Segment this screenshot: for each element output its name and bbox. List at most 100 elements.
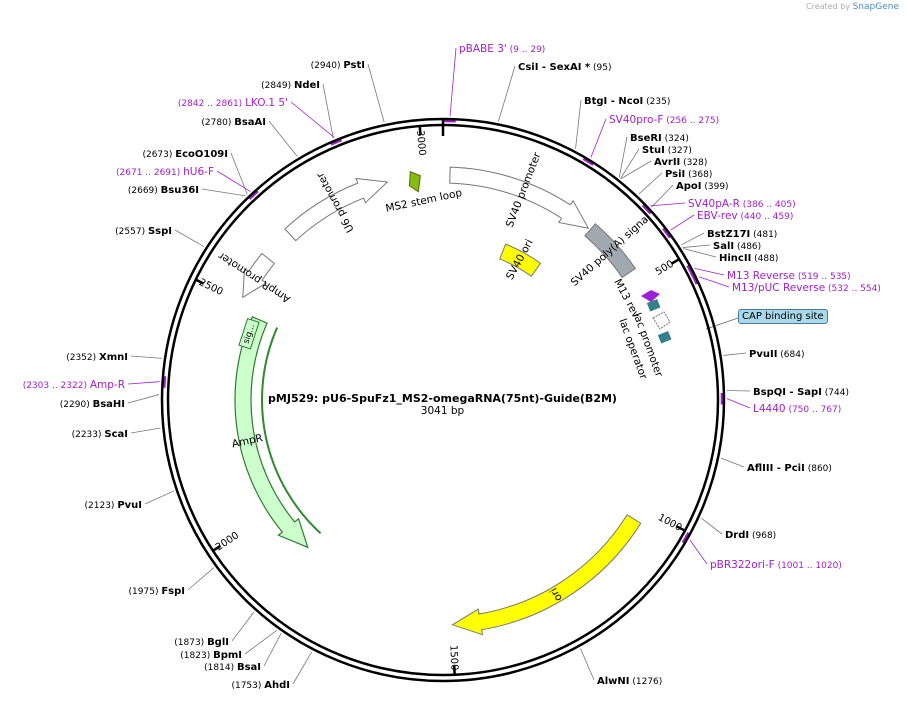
sig-box[interactable] — [238, 317, 260, 350]
leader-37 — [689, 539, 708, 565]
enzyme-0[interactable]: CsiI - SexAI * (95) — [518, 62, 612, 73]
primer-mark-38[interactable] — [163, 376, 167, 388]
site-name: NdeI — [294, 80, 320, 91]
site-position: (519 .. 535) — [795, 272, 851, 282]
enzyme-24[interactable]: (2557) SspI — [115, 226, 172, 237]
site-name: BglI — [207, 637, 229, 648]
primer-mark-32[interactable] — [641, 204, 652, 215]
primer-39[interactable]: (2671 .. 2691) hU6-F — [116, 166, 214, 178]
leader-lines — [127, 47, 751, 685]
leader-33 — [670, 214, 695, 231]
primer-mark-39[interactable] — [248, 190, 259, 200]
m13-rev-arrow[interactable] — [641, 290, 660, 302]
primer-31[interactable]: SV40pro-F (256 .. 275) — [609, 114, 719, 126]
enzyme-22[interactable]: (2290) BsaHI — [60, 399, 125, 410]
enzyme-3[interactable]: StuI (327) — [642, 145, 692, 156]
enzyme-29[interactable]: (2940) PstI — [311, 60, 365, 71]
enzyme-16[interactable]: (1814) BsaI — [204, 662, 261, 673]
enzyme-28[interactable]: (2849) NdeI — [261, 80, 320, 91]
enzyme-4[interactable]: AvrII (328) — [654, 157, 707, 168]
primer-mark-33[interactable] — [662, 227, 672, 239]
leader-0 — [498, 65, 516, 122]
site-position: (2673) — [142, 150, 175, 160]
sv40-ori-arrow[interactable] — [499, 243, 542, 277]
lac-operator-box-1[interactable] — [646, 299, 661, 312]
tick-500 — [670, 257, 681, 265]
enzyme-20[interactable]: (2123) PvuI — [85, 500, 142, 511]
primer-33[interactable]: EBV-rev (440 .. 459) — [697, 210, 793, 222]
enzyme-2[interactable]: BseRI (324) — [630, 133, 689, 144]
primer-36[interactable]: L4440 (750 .. 767) — [753, 403, 841, 415]
primer-mark-40[interactable] — [330, 138, 343, 146]
lac-operator-box-2[interactable] — [657, 331, 672, 344]
enzyme-15[interactable]: (1753) AhdI — [231, 680, 290, 691]
site-name: CsiI - SexAI * — [518, 62, 591, 73]
leader-11 — [726, 390, 751, 392]
leader-34 — [694, 267, 725, 276]
cap-binding-site-label[interactable]: CAP binding site — [738, 309, 828, 324]
enzyme-5[interactable]: PsiI (368) — [665, 169, 712, 180]
primer-30[interactable]: pBABE 3' (9 .. 29) — [459, 43, 545, 55]
site-position: (2940) — [311, 61, 344, 71]
enzyme-8[interactable]: SalI (486) — [713, 241, 761, 252]
tick-2500 — [194, 278, 205, 285]
snapgene-logo: SnapGene — [852, 2, 899, 12]
plasmid-title: pMJ529: pU6-SpuFz1_MS2-omegaRNA(75nt)-Gu… — [268, 392, 617, 405]
enzyme-19[interactable]: (1975) FspI — [129, 586, 185, 597]
enzyme-21[interactable]: (2233) ScaI — [72, 429, 128, 440]
sv40-promoter-arrow[interactable] — [449, 166, 590, 229]
enzyme-18[interactable]: (1873) BglI — [174, 637, 229, 648]
site-name: HincII — [719, 253, 751, 264]
primer-40[interactable]: (2842 .. 2861) LKO.1 5' — [178, 97, 288, 109]
ms2-stem-loop-arrow[interactable] — [408, 171, 421, 193]
site-name: XmnI — [99, 352, 128, 363]
tick-label-1500: 1500 — [447, 645, 459, 671]
leader-20 — [144, 490, 175, 505]
enzyme-17[interactable]: (1823) BpmI — [180, 650, 242, 661]
primer-mark-37[interactable] — [681, 532, 690, 544]
leader-40 — [290, 101, 335, 138]
enzyme-10[interactable]: PvuII (684) — [749, 349, 804, 360]
enzyme-14[interactable]: AlwNI (1276) — [597, 676, 662, 687]
enzyme-25[interactable]: (2669) Bsu36I — [128, 185, 199, 196]
site-name: LKO.1 5' — [245, 97, 288, 109]
enzyme-9[interactable]: HincII (488) — [719, 253, 778, 264]
sv40-polya-arrow[interactable] — [584, 223, 637, 279]
primer-34[interactable]: M13 Reverse (519 .. 535) — [727, 270, 851, 282]
site-position: (2123) — [85, 501, 118, 511]
primer-37[interactable]: pBR322ori-F (1001 .. 1020) — [710, 559, 842, 571]
primer-32[interactable]: SV40pA-R (386 .. 405) — [688, 198, 796, 210]
enzyme-26[interactable]: (2673) EcoO109I — [142, 149, 228, 160]
site-position: (2842 .. 2861) — [178, 99, 245, 109]
backbone-outer-ring — [160, 117, 726, 683]
enzyme-7[interactable]: BstZ17I (481) — [707, 229, 777, 240]
primer-mark-35[interactable] — [690, 273, 698, 285]
enzyme-27[interactable]: (2780) BsaAI — [201, 117, 266, 128]
ori-arrow[interactable] — [451, 514, 642, 636]
primer-38[interactable]: (2303 .. 2322) Amp-R — [23, 379, 125, 391]
u6-promoter-arrow[interactable] — [284, 177, 389, 242]
enzyme-23[interactable]: (2352) XmnI — [66, 352, 128, 363]
ampr-promoter-arrow[interactable] — [242, 252, 276, 299]
tick-1000 — [676, 525, 687, 533]
primer-35[interactable]: M13/pUC Reverse (532 .. 554) — [732, 282, 881, 294]
site-position: (1975) — [129, 587, 162, 597]
site-position: (327) — [665, 146, 692, 156]
site-position: (1001 .. 1020) — [775, 561, 842, 571]
primer-mark-31[interactable] — [582, 157, 594, 166]
enzyme-11[interactable]: BspQI - SapI (744) — [753, 387, 849, 398]
ampr-arrow[interactable] — [234, 315, 309, 549]
lac-promoter-arrow[interactable] — [652, 311, 671, 330]
enzyme-13[interactable]: DrdI (968) — [725, 530, 776, 541]
site-position: (481) — [750, 230, 777, 240]
enzyme-12[interactable]: AflIII - PciI (860) — [747, 463, 832, 474]
site-name: FspI — [161, 586, 185, 597]
site-position: (368) — [685, 170, 712, 180]
leader-9 — [683, 248, 717, 258]
leader-32 — [650, 202, 686, 207]
enzyme-6[interactable]: ApoI (399) — [676, 181, 729, 192]
site-position: (1823) — [180, 651, 213, 661]
leader-38 — [127, 381, 160, 385]
enzyme-1[interactable]: BtgI - NcoI (235) — [584, 96, 670, 107]
site-name: L4440 — [753, 403, 786, 415]
